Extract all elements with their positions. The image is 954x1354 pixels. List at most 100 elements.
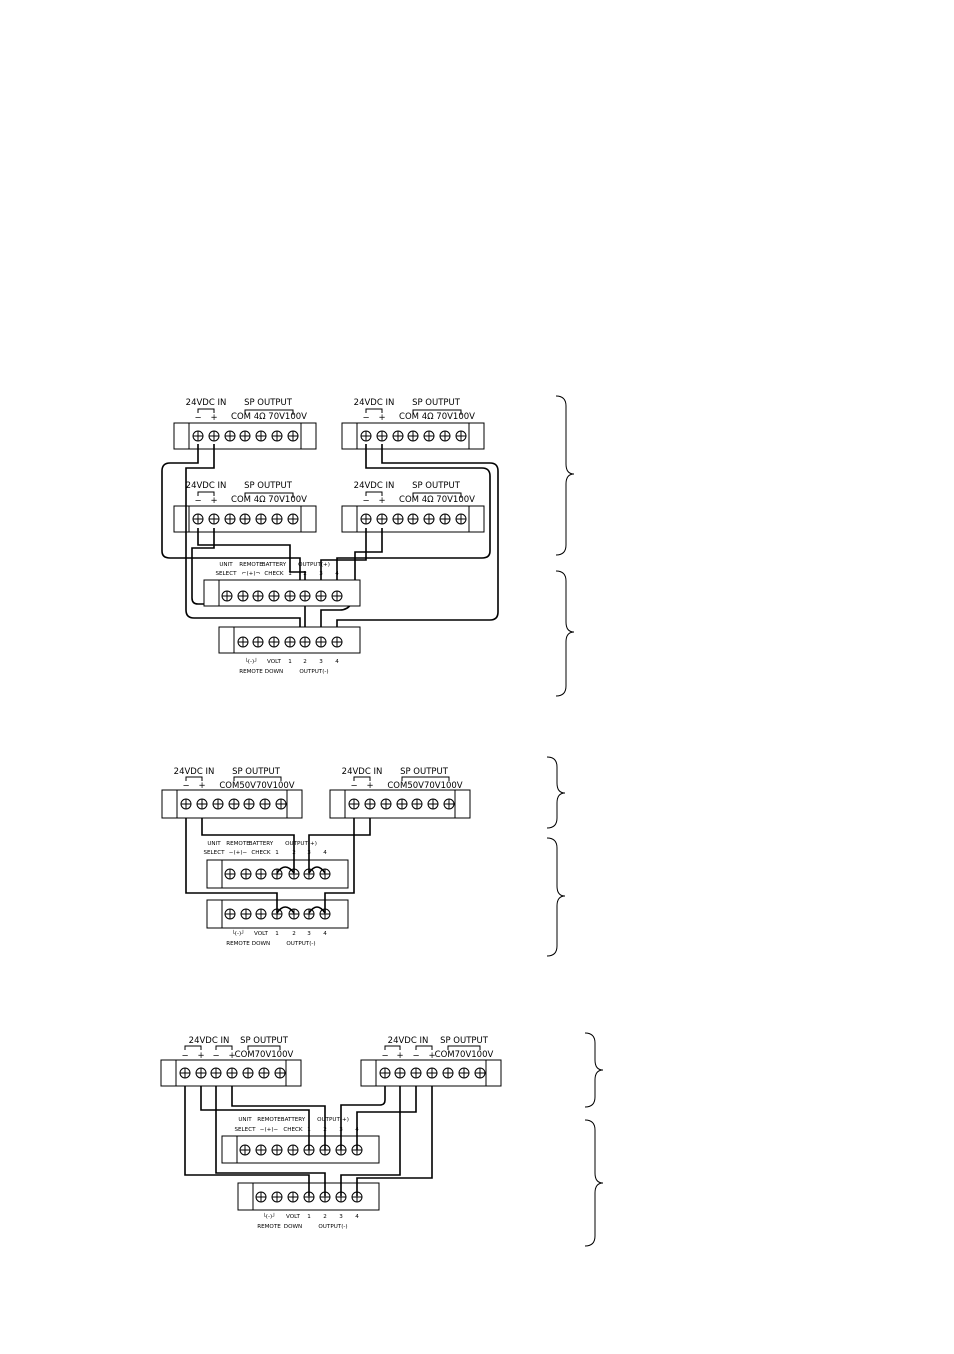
battery-label: BATTERY — [262, 562, 287, 568]
terminal-screw-icon — [224, 908, 236, 920]
terminal-screw-icon — [224, 430, 236, 442]
sp-output-label: SP OUTPUT — [400, 767, 449, 777]
terminal-screw-icon — [228, 798, 240, 810]
output-number-3: 3 — [339, 1214, 343, 1220]
terminal-screw-icon — [240, 868, 252, 880]
dc-in-label: 24VDC IN — [354, 481, 395, 491]
terminal-screw-icon — [360, 430, 372, 442]
terminal-screw-icon — [427, 798, 439, 810]
terminal-screw-icon — [208, 430, 220, 442]
terminal-screw-icon — [239, 1144, 251, 1156]
brace-icon — [546, 837, 566, 957]
terminal-screw-icon — [271, 1191, 283, 1203]
check-label: CHECK — [283, 1127, 303, 1133]
output-number-2: 2 — [323, 1214, 327, 1220]
diagram-2-wiring — [185, 818, 371, 913]
terminal-screw-icon — [179, 1067, 191, 1079]
remote-label: REMOTE — [257, 1117, 281, 1123]
dc-in-label: 24VDC IN — [354, 398, 395, 408]
terminal-screw-icon — [335, 1144, 347, 1156]
jumper-loops — [276, 866, 326, 914]
terminal-screw-icon — [255, 430, 267, 442]
terminal-screw-icon — [426, 1067, 438, 1079]
output-number-4: 4 — [335, 659, 339, 665]
com-taps-label: COM 4Ω 70V100V — [399, 495, 475, 505]
battery-label: BATTERY — [281, 1117, 306, 1123]
minus-label: − — [362, 496, 369, 506]
terminal-screw-icon — [221, 590, 233, 602]
terminal-screw-icon — [379, 1067, 391, 1079]
down-label: DOWN — [252, 941, 270, 947]
terminal-screw-icon — [407, 430, 419, 442]
com-taps-label: COM50V70V100V — [219, 781, 294, 791]
terminal-screw-icon — [192, 513, 204, 525]
terminal-screw-icon — [392, 430, 404, 442]
output-minus-label: OUTPUT(-) — [318, 1224, 347, 1230]
terminal-screw-icon — [474, 1067, 486, 1079]
terminal-screw-icon — [319, 1191, 331, 1203]
minus-label: − — [350, 781, 357, 791]
sp-output-label: SP OUTPUT — [440, 1036, 489, 1046]
diagram-3-wiring — [184, 1082, 433, 1196]
com-taps-label: COM 4Ω 70V100V — [231, 412, 307, 422]
terminal-screw-icon — [284, 590, 296, 602]
terminal-screw-icon — [239, 430, 251, 442]
output-number-3: 3 — [339, 1127, 343, 1133]
terminal-screw-icon — [240, 908, 252, 920]
terminal-screw-icon — [196, 798, 208, 810]
selector-block-upper: UNIT SELECT REMOTE ⌐(+)¬ BATTERY CHECK O… — [203, 562, 361, 607]
check-label: CHECK — [264, 571, 284, 577]
terminal-screw-icon — [315, 636, 327, 648]
terminal-screw-icon — [443, 798, 455, 810]
output-plus-label: OUTPUT(+) — [317, 1117, 349, 1123]
terminal-screw-icon — [455, 513, 467, 525]
terminal-screw-icon — [392, 513, 404, 525]
sp-output-label: SP OUTPUT — [232, 767, 281, 777]
plus-label: + — [378, 496, 385, 506]
minus-label: − — [182, 781, 189, 791]
terminal-screw-icon — [439, 430, 451, 442]
dc-in-label: 24VDC IN — [388, 1036, 429, 1046]
remote-label: REMOTE — [226, 941, 250, 947]
terminal-screw-icon — [255, 513, 267, 525]
terminal-screw-icon — [210, 1067, 222, 1079]
terminal-screw-icon — [380, 798, 392, 810]
terminal-screw-icon — [239, 513, 251, 525]
output-number-4: 4 — [355, 1127, 359, 1133]
remote-label: REMOTE — [239, 562, 263, 568]
volt-label: VOLT — [267, 659, 281, 665]
diagram-3: 24VDC IN − + − + SP OUTPUT COM70V100V 24… — [160, 1032, 604, 1247]
brace-icon — [584, 1119, 604, 1247]
terminal-screw-icon — [274, 1067, 286, 1079]
terminal-block-unit-d: 24VDC IN − + SP OUTPUT COM 4Ω 70V100V — [341, 481, 485, 533]
output-plus-label: OUTPUT(+) — [285, 841, 317, 847]
terminal-screw-icon — [315, 590, 327, 602]
terminal-screw-icon — [192, 430, 204, 442]
terminal-screw-icon — [287, 513, 299, 525]
terminal-screw-icon — [284, 636, 296, 648]
terminal-screw-icon — [288, 868, 300, 880]
remote-label: REMOTE — [257, 1224, 281, 1230]
terminal-screw-icon — [271, 868, 283, 880]
terminal-screw-icon — [242, 1067, 254, 1079]
diagram-1-wiring — [161, 444, 499, 642]
output-plus-label: OUTPUT(+) — [298, 562, 330, 568]
output-number-2: 2 — [292, 931, 296, 937]
terminal-screw-icon — [224, 513, 236, 525]
terminal-block-unit-b: 24VDC IN − + SP OUTPUT COM 4Ω 70V100V — [341, 398, 485, 450]
minus-label: − — [194, 496, 201, 506]
output-number-1: 1 — [288, 571, 292, 577]
terminal-screw-icon — [410, 1067, 422, 1079]
terminal-screw-icon — [255, 908, 267, 920]
sp-output-label: SP OUTPUT — [412, 398, 461, 408]
terminal-block-unit-left: 24VDC IN − + − + SP OUTPUT COM70V100V — [160, 1036, 302, 1087]
sp-output-label: SP OUTPUT — [412, 481, 461, 491]
minus-label: − — [412, 1051, 419, 1061]
terminal-screw-icon — [195, 1067, 207, 1079]
terminal-screw-icon — [271, 513, 283, 525]
output-number-1: 1 — [307, 1214, 311, 1220]
output-number-1: 1 — [275, 850, 279, 856]
diagram-1: 24VDC IN − + SP OUTPUT COM 4Ω 70V100V — [161, 395, 575, 697]
terminal-screw-icon — [255, 1144, 267, 1156]
